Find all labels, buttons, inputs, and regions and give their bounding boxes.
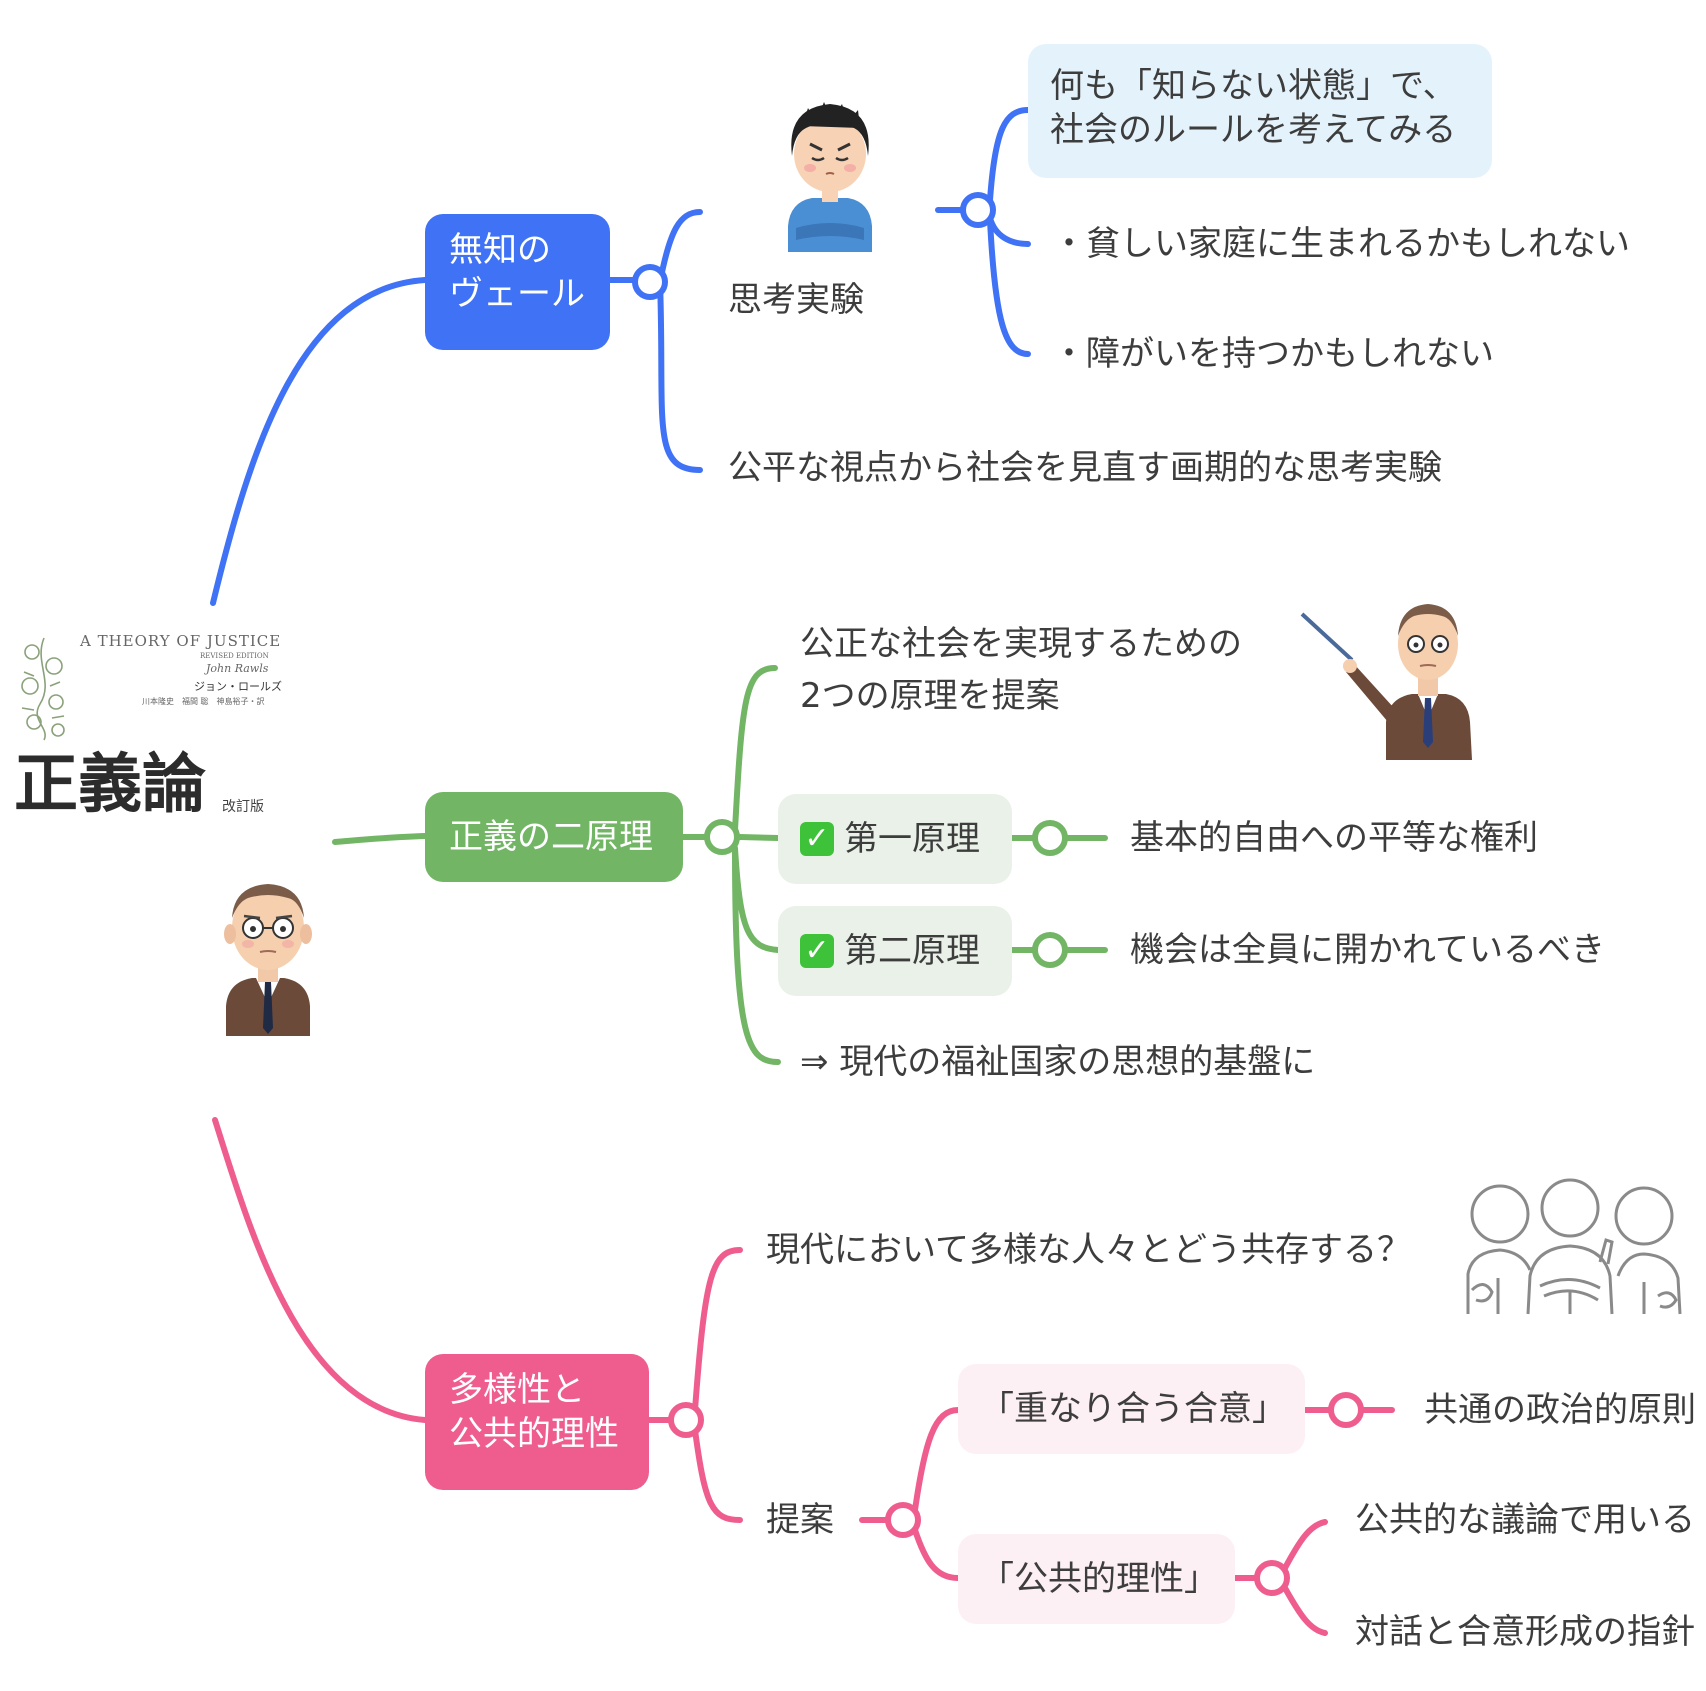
book-author-en: John Rawls — [206, 662, 269, 675]
second-principle-description: 機会は全員に開かれているべき — [1130, 930, 1605, 970]
welfare-state-result: ⇒ 現代の福祉国家の思想的基盤に — [800, 1042, 1316, 1082]
first-principle-description: 基本的自由への平等な権利 — [1130, 818, 1538, 858]
connector-root-pink — [212, 1117, 428, 1423]
public-reason-chip[interactable]: 「公共的理性」 — [958, 1534, 1235, 1624]
category-title-line: 無知の — [449, 230, 551, 270]
floral-ornament — [21, 637, 65, 741]
example-poor-family: ・貧しい家庭に生まれるかもしれない — [1052, 224, 1630, 264]
overlapping-consensus-description: 共通の政治的原則 — [1424, 1390, 1696, 1430]
group-of-people-illustration — [1466, 1178, 1682, 1315]
checkmark-icon: ✓ — [800, 934, 834, 968]
checkmark-icon: ✓ — [800, 822, 834, 856]
category-title-line: 正義の二原理 — [449, 817, 653, 857]
node-junction — [704, 819, 740, 855]
coexistence-question: 現代において多様な人々とどう共存する？ — [766, 1230, 1411, 1270]
book-title-suffix: 改訂版 — [222, 799, 264, 815]
veil-explanation-note[interactable]: 何も「知らない状態」で、 社会のルールを考えてみる — [1028, 44, 1492, 178]
book-title: 正義論 — [14, 747, 206, 822]
connector-root-green — [332, 833, 428, 845]
second-principle-chip[interactable]: ✓ 第二原理 — [778, 906, 1012, 996]
node-junction — [1032, 820, 1068, 856]
principles-intro-line: 2つの原理を提案 — [800, 676, 1060, 716]
node-junction — [885, 1502, 921, 1538]
node-junction — [632, 264, 668, 300]
thought-experiment-label: 思考実験 — [728, 280, 864, 320]
book-english-title: A THEORY OF JUSTICE — [80, 632, 282, 650]
rawls-portrait — [224, 884, 312, 1036]
book-author-ja: ジョン・ロールズ — [194, 680, 282, 693]
principles-intro-line: 公正な社会を実現するための — [800, 624, 1242, 664]
category-title-line: ヴェール — [449, 274, 585, 314]
category-two-principles[interactable]: 正義の二原理 — [425, 792, 683, 882]
category-title-line: 公共的理性 — [449, 1414, 619, 1454]
first-principle-chip[interactable]: ✓ 第一原理 — [778, 794, 1012, 884]
public-reason-description: 公共的な議論で用いる — [1355, 1500, 1695, 1540]
node-junction — [960, 192, 996, 228]
connector-root-blue — [210, 277, 428, 606]
node-junction — [1254, 1560, 1290, 1596]
lecturing-professor-illustration — [1300, 604, 1472, 760]
example-disability: ・障がいを持つかもしれない — [1052, 334, 1494, 374]
book-cover: A THEORY OF JUSTICE REVISED EDITION John… — [10, 628, 282, 838]
node-junction — [668, 1402, 704, 1438]
public-reason-description: 対話と合意形成の指針 — [1355, 1612, 1695, 1652]
category-title-line: 多様性と — [449, 1370, 585, 1410]
node-junction — [1328, 1392, 1364, 1428]
overlapping-consensus-chip[interactable]: 「重なり合う合意」 — [958, 1364, 1305, 1454]
chip-label: 「公共的理性」 — [980, 1559, 1218, 1599]
chip-label: 第一原理 — [844, 819, 980, 859]
category-veil-of-ignorance[interactable]: 無知の ヴェール — [425, 214, 610, 350]
thinking-person-illustration — [788, 102, 872, 252]
book-edition: REVISED EDITION — [200, 652, 269, 660]
veil-summary: 公平な視点から社会を見直す画期的な思考実験 — [728, 448, 1442, 488]
note-line: 社会のルールを考えてみる — [1050, 110, 1457, 150]
chip-label: 「重なり合う合意」 — [980, 1389, 1286, 1429]
category-diversity-public-reason[interactable]: 多様性と 公共的理性 — [425, 1354, 649, 1490]
node-junction — [1032, 932, 1068, 968]
proposal-label: 提案 — [766, 1500, 834, 1540]
note-line: 何も「知らない状態」で、 — [1050, 66, 1457, 106]
chip-label: 第二原理 — [844, 931, 980, 971]
book-translators: 川本隆史 福間 聡 神島裕子・訳 — [142, 697, 265, 706]
